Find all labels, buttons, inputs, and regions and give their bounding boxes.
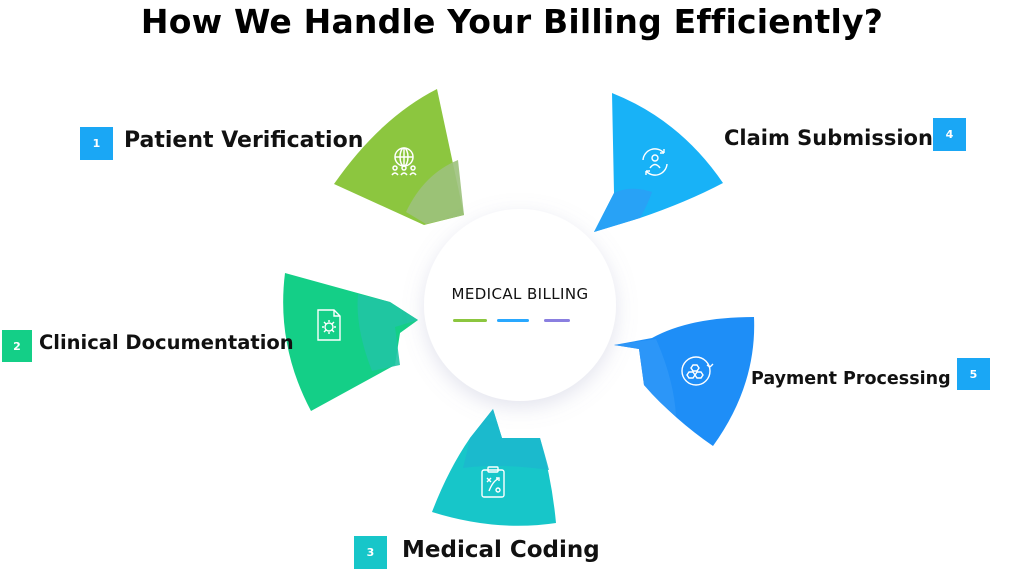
petal-claim-submission: [594, 93, 723, 232]
document-gear-icon: [317, 309, 341, 341]
step-badge-5: 5: [957, 358, 990, 390]
center-dash-blue: [497, 319, 529, 322]
petal-patient-verification: [334, 89, 464, 225]
step-label-patient-verification: Patient Verification: [124, 128, 364, 153]
hexagon-cycle-icon: [681, 356, 714, 386]
petal-payment-processing: [614, 317, 755, 446]
user-refresh-icon: [642, 148, 668, 176]
page-title: How We Handle Your Billing Efficiently?: [140, 2, 884, 41]
petal-medical-coding: [432, 409, 556, 526]
step-badge-4: 4: [933, 118, 966, 151]
step-label-clinical-documentation: Clinical Documentation: [39, 331, 294, 354]
petal-clinical-documentation: [283, 273, 418, 411]
center-dash-green: [453, 319, 487, 322]
step-label-payment-processing: Payment Processing: [751, 369, 951, 389]
step-label-claim-submission: Claim Submission: [724, 126, 933, 150]
clipboard-strategy-icon: [481, 466, 505, 498]
center-dash-purple: [544, 319, 570, 322]
center-circle: [424, 209, 616, 401]
step-badge-1: 1: [80, 127, 113, 160]
center-label: MEDICAL BILLING: [451, 285, 589, 303]
step-badge-2: 2: [2, 330, 32, 362]
step-badge-3: 3: [354, 536, 387, 569]
step-label-medical-coding: Medical Coding: [402, 537, 600, 563]
globe-people-icon: [391, 147, 417, 176]
